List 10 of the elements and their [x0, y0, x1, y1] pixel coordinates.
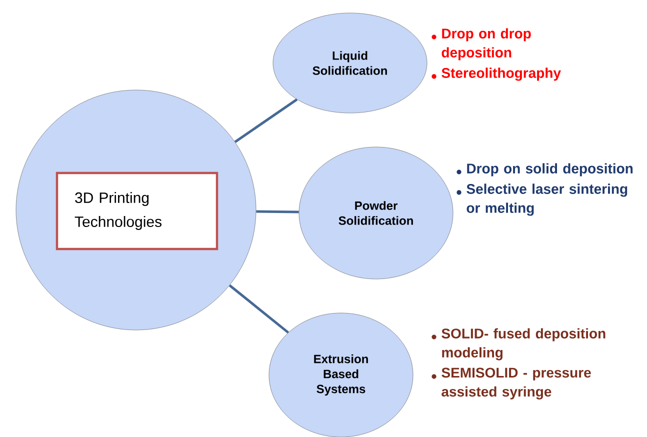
title-box: 3D Printing Technologies: [56, 172, 218, 250]
bullet-item: Drop on solid deposition: [456, 163, 633, 176]
bullet-item: Selective laser sintering or melting: [456, 184, 628, 216]
bullet-item: Stereolithography: [432, 68, 561, 81]
bullet-item: Drop on drop deposition: [432, 28, 531, 60]
bullet-item: SOLID- fused deposition modeling: [432, 328, 606, 360]
connector-line: [234, 98, 298, 143]
bullet-item: SEMISOLID - pressure assisted syringe: [432, 368, 591, 400]
connector-line: [228, 284, 290, 334]
connector-line: [256, 210, 299, 214]
